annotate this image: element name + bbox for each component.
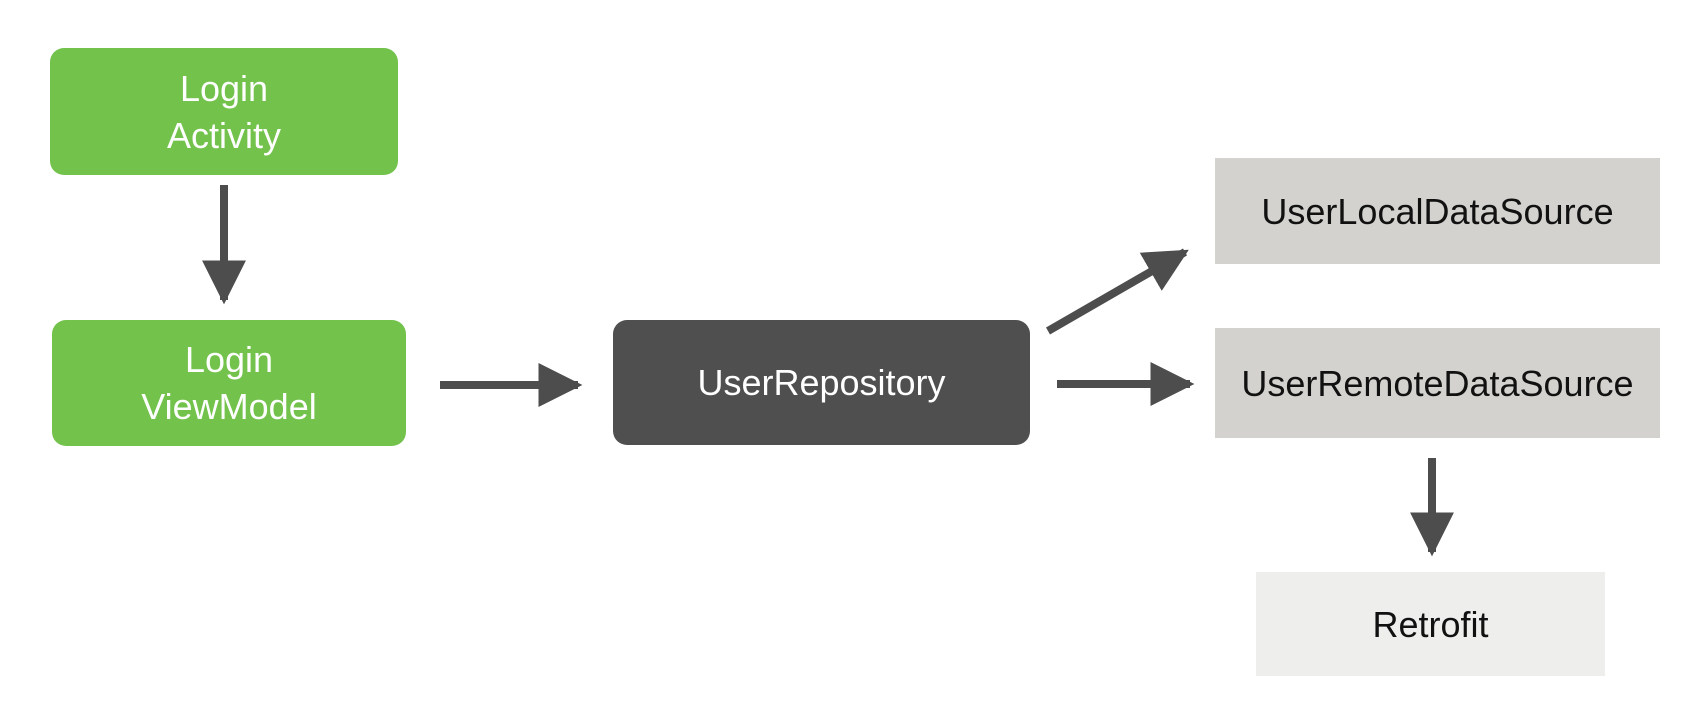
node-login-activity-label: Login Activity: [166, 67, 281, 156]
node-user-local-data-source-label: UserLocalDataSource: [1261, 190, 1614, 232]
node-retrofit: Retrofit: [1256, 572, 1605, 676]
node-user-repository-label: UserRepository: [697, 362, 946, 403]
node-login-activity: Login Activity: [50, 48, 398, 175]
arrow-user-repository-to-user-local-data-source: [1046, 248, 1189, 335]
node-login-viewmodel: Login ViewModel: [52, 320, 406, 446]
node-user-remote-data-source-label: UserRemoteDataSource: [1241, 362, 1634, 404]
node-login-viewmodel-label: Login ViewModel: [141, 339, 317, 427]
node-user-repository: UserRepository: [613, 320, 1030, 445]
node-user-remote-data-source: UserRemoteDataSource: [1215, 328, 1660, 438]
node-retrofit-label: Retrofit: [1372, 603, 1489, 645]
node-user-local-data-source: UserLocalDataSource: [1215, 158, 1660, 264]
